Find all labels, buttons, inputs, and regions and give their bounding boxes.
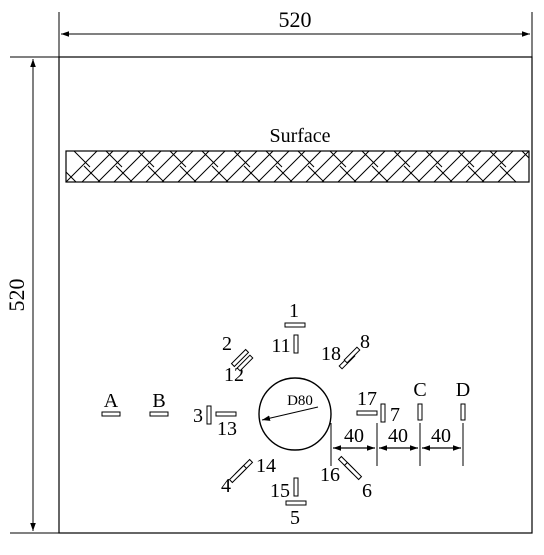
measurement-point-d: D xyxy=(456,379,470,421)
point-b-label: B xyxy=(152,390,165,412)
gauge-11-label: 11 xyxy=(271,335,290,357)
gauge-4: 4 xyxy=(221,464,248,497)
gauge-2-label: 2 xyxy=(222,333,232,355)
circular-opening: D80 xyxy=(258,377,332,451)
top-dimension: 520 xyxy=(58,7,533,57)
gauge-13: 13 xyxy=(215,411,237,440)
spacing-label-1: 40 xyxy=(344,425,364,447)
top-dimension-label: 520 xyxy=(279,7,312,32)
measurement-point-a: A xyxy=(101,390,121,417)
gauge-16-label: 16 xyxy=(320,464,340,486)
gauge-17-label: 17 xyxy=(357,388,377,410)
gauge-2: 2 xyxy=(222,333,250,368)
gauge-12: 12 xyxy=(224,354,254,386)
surface-label: Surface xyxy=(269,125,330,147)
gauge-17: 17 xyxy=(356,388,378,416)
gauge-3: 3 xyxy=(193,405,212,427)
gauge-7: 7 xyxy=(380,403,400,426)
gauge-8: 8 xyxy=(343,331,370,364)
gauge-7-label: 7 xyxy=(390,404,400,426)
gauge-11: 11 xyxy=(271,334,299,357)
spacing-label-2: 40 xyxy=(388,425,408,447)
point-d-label: D xyxy=(456,379,470,401)
gauge-15-label: 15 xyxy=(270,480,290,502)
measurement-point-b: B xyxy=(149,390,169,417)
left-dimension-label: 520 xyxy=(4,279,29,312)
gauge-18-label: 18 xyxy=(321,343,341,365)
gauge-15: 15 xyxy=(270,477,299,502)
measurement-point-c: C xyxy=(413,379,427,421)
gauge-5-label: 5 xyxy=(290,507,300,529)
gauge-1-label: 1 xyxy=(289,300,299,322)
gauge-6: 6 xyxy=(343,461,372,502)
gauge-1: 1 xyxy=(284,300,306,328)
point-a-label: A xyxy=(104,390,119,412)
gauge-8-label: 8 xyxy=(360,331,370,353)
model-boundary xyxy=(58,56,533,534)
gauge-13-label: 13 xyxy=(217,418,237,440)
gauge-4-label: 4 xyxy=(221,475,231,497)
gauge-6-label: 6 xyxy=(362,480,372,502)
opening-diameter-label: D80 xyxy=(287,393,313,409)
left-dimension: 520 xyxy=(4,56,59,534)
spacing-label-3: 40 xyxy=(431,425,451,447)
gauge-3-label: 3 xyxy=(193,405,203,427)
gauge-5: 5 xyxy=(285,500,307,529)
surface-layer xyxy=(65,150,530,183)
gauge-14-label: 14 xyxy=(256,455,276,477)
point-c-label: C xyxy=(413,379,426,401)
spacing-dimension-chain: 40 40 40 xyxy=(330,423,464,466)
